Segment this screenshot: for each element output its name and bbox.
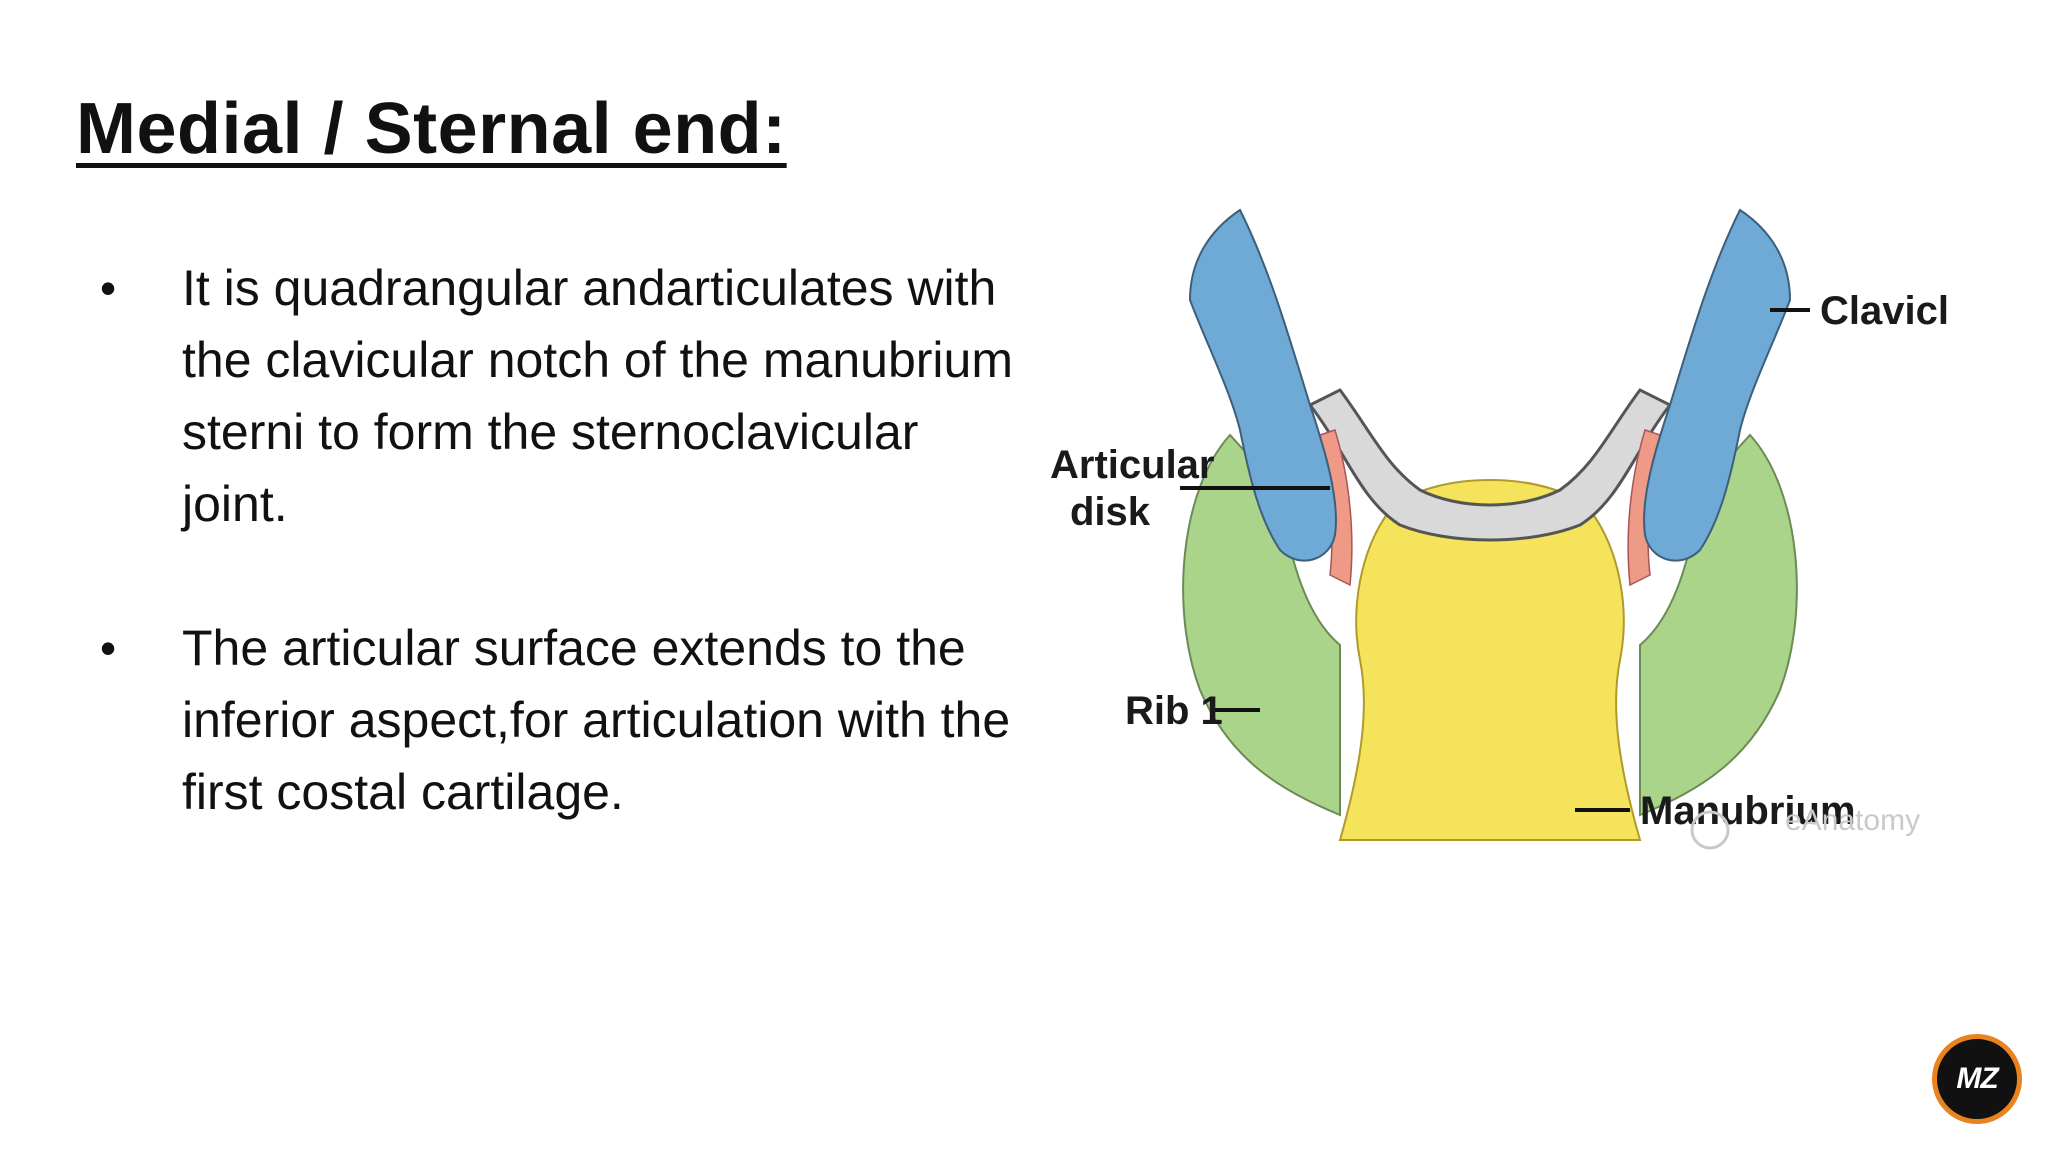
bullet-item: • It is quadrangular andarticulates with… <box>100 252 1020 540</box>
rib-right <box>1639 433 1798 817</box>
bullet-symbol: • <box>100 262 117 314</box>
bullet-list: • It is quadrangular andarticulates with… <box>100 252 1020 900</box>
slide-title: Medial / Sternal end: <box>76 89 787 169</box>
bullet-text: The articular surface extends to the inf… <box>182 620 1011 820</box>
manubrium-bone <box>1338 479 1642 841</box>
bullet-symbol: • <box>100 622 117 674</box>
rib1-label: Rib 1 <box>1125 689 1223 733</box>
bullet-item: • The articular surface extends to the i… <box>100 612 1020 828</box>
mz-logo: MZ <box>1932 1034 2022 1124</box>
clavicle-left <box>1188 208 1337 562</box>
articular-disk-label-line1: Articular <box>1050 443 1215 487</box>
rib-left <box>1182 433 1341 817</box>
sternoclavicular-diagram: Clavicle Articular disk Rib 1 Manubrium … <box>1030 190 1950 880</box>
clavicle-right <box>1643 208 1792 562</box>
watermark-copyright-icon <box>1690 810 1730 850</box>
logo-text: MZ <box>1956 1062 1998 1095</box>
watermark-text: eAnatomy <box>1785 804 1920 837</box>
joint-capsule <box>1307 388 1673 542</box>
manubrium-label: Manubrium <box>1640 789 1856 833</box>
clavicle-label: Clavicle <box>1820 289 1950 333</box>
articular-disk-label-line2: disk <box>1070 490 1151 534</box>
bullet-text: It is quadrangular andarticulates with t… <box>182 260 1013 532</box>
